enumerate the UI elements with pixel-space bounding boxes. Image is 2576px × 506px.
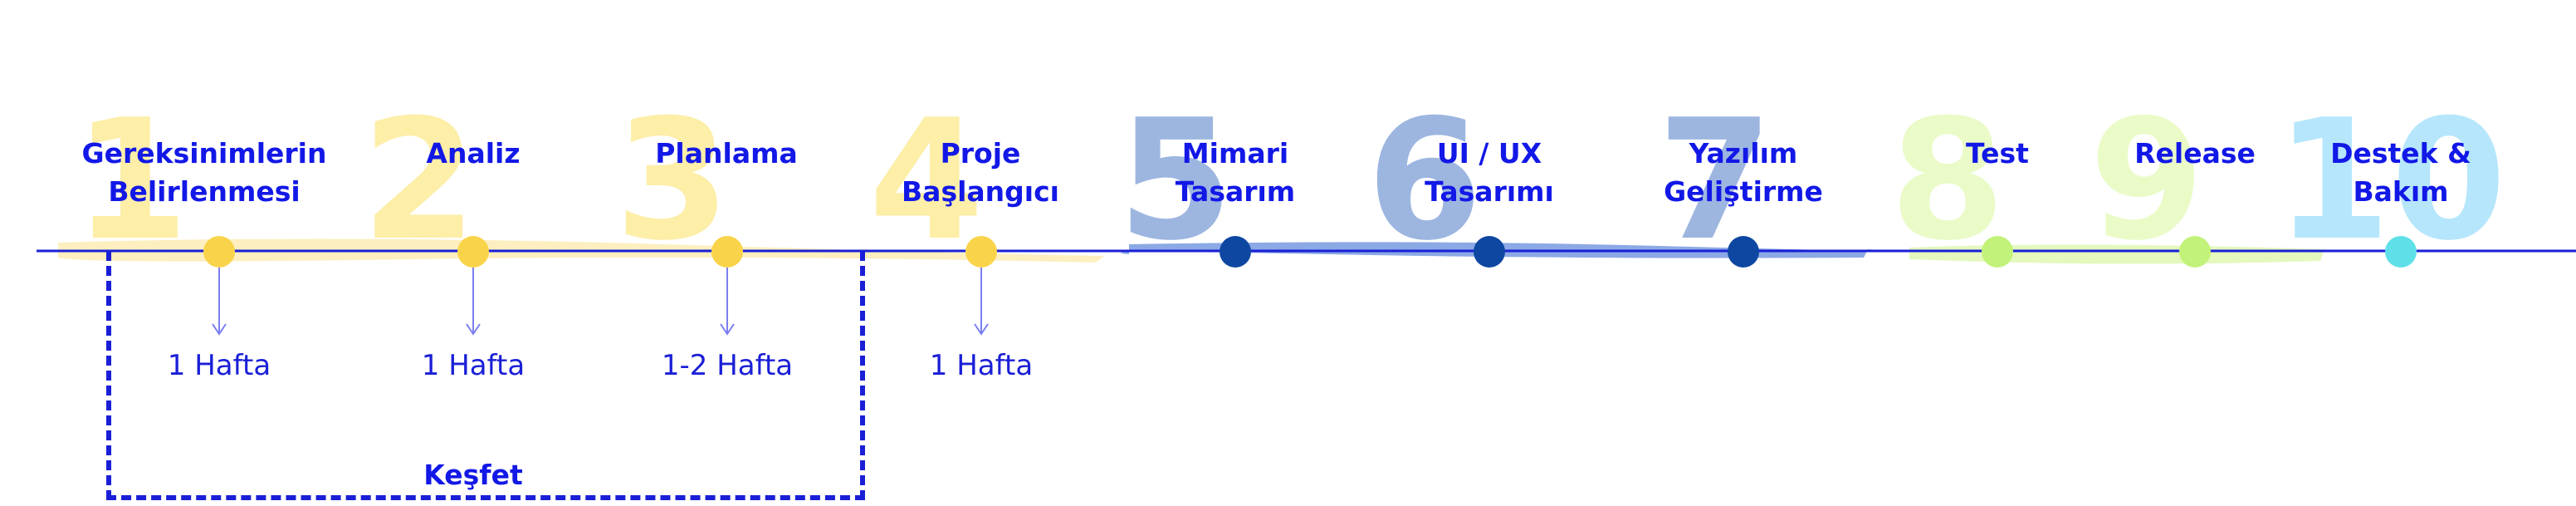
stage-number-7: 7: [1657, 84, 1773, 278]
stage-dot-3: [711, 236, 743, 268]
stage-dot-10: [2385, 236, 2417, 268]
stage-label-2: Analiz: [426, 137, 521, 169]
stage-dot-5: [1220, 236, 1251, 268]
stage-label-10: Destek &Bakım: [2330, 137, 2471, 208]
stage-number-4: 4: [868, 84, 985, 278]
stage-dot-2: [457, 236, 489, 268]
arrow-down-icon: [212, 268, 227, 336]
stage-duration-1: 1 Hafta: [167, 349, 271, 382]
stage-dot-8: [1982, 236, 2013, 268]
stage-dot-7: [1728, 236, 1759, 268]
stage-label-9: Release: [2134, 137, 2256, 169]
stage-number-5: 5: [1117, 84, 1234, 278]
stage-label-3: Planlama: [655, 137, 798, 169]
arrow-down-icon: [720, 268, 735, 336]
stage-number-10: 10: [2275, 84, 2507, 278]
brush-stroke-green: [1909, 244, 2324, 264]
stage-label-8: Test: [1966, 137, 2029, 169]
stage-number-1: 1: [73, 84, 189, 278]
discover-group-label: Keşfet: [423, 459, 523, 491]
stage-dot-1: [203, 236, 235, 268]
stage-number-6: 6: [1366, 84, 1483, 278]
stage-duration-4: 1 Hafta: [929, 349, 1034, 382]
stage-dot-4: [965, 236, 997, 268]
discover-group-bracket: [106, 251, 865, 500]
arrow-down-icon: [466, 268, 481, 336]
stage-duration-2: 1 Hafta: [421, 349, 525, 382]
stage-number-9: 9: [2089, 84, 2205, 278]
stage-duration-3: 1-2 Hafta: [661, 349, 794, 382]
stage-dot-6: [1474, 236, 1505, 268]
stage-number-8: 8: [1889, 84, 2006, 278]
arrow-down-icon: [974, 268, 989, 336]
stage-dot-9: [2179, 236, 2211, 268]
stage-number-2: 2: [361, 84, 477, 278]
stage-number-3: 3: [614, 84, 731, 278]
